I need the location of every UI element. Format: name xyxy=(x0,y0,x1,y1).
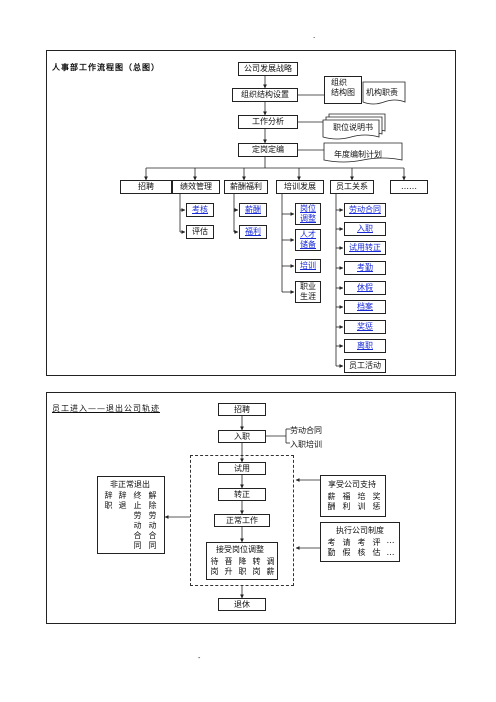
support-box xyxy=(320,475,386,517)
support-col-rewards: 奖惩 xyxy=(372,492,381,511)
rel-item-resign[interactable]: 离职 xyxy=(344,339,386,353)
branch-more: …… xyxy=(390,180,428,194)
branch-training: 培训发展 xyxy=(276,180,324,194)
rules-title: 执行公司制度 xyxy=(336,526,384,535)
rel-item-archives[interactable]: 档案 xyxy=(344,300,386,314)
train-item-career-label: 职业生涯 xyxy=(300,282,316,301)
exit-col-resign: 辞职 xyxy=(104,491,113,510)
comp-item-benefits[interactable]: 福利 xyxy=(239,225,267,239)
rel-item-leave[interactable]: 休假 xyxy=(344,281,386,295)
branch-recruit: 招聘 xyxy=(120,180,172,194)
train-item-talent-reserve[interactable]: 人才储备 xyxy=(295,229,321,251)
rel-item-onboard[interactable]: 入职 xyxy=(344,222,386,236)
top-mark: · xyxy=(313,34,316,42)
track-recruit: 招聘 xyxy=(218,403,266,416)
rules-col-more-2: … xyxy=(386,548,395,557)
adjust-col-demote: 降职 xyxy=(238,557,247,576)
doc-org-chart-label: 组织 结构图 xyxy=(331,78,355,97)
document-shapes xyxy=(322,81,406,163)
support-col-benefits: 福利 xyxy=(342,492,351,511)
track-regular: 转正 xyxy=(218,488,266,501)
adjust-box xyxy=(206,542,278,580)
branch-relations: 员工关系 xyxy=(330,180,374,194)
doc-org-chart xyxy=(324,76,362,104)
rel-item-attendance[interactable]: 考勤 xyxy=(344,261,386,275)
adjust-col-standby: 待岗 xyxy=(210,557,219,576)
rules-col-attendance: 考勤 xyxy=(327,538,336,557)
branch-performance: 绩效管理 xyxy=(172,180,220,194)
rules-col-more-1: … xyxy=(386,536,395,545)
node-job-analysis: 工作分析 xyxy=(238,115,298,129)
onboard-training: 入职培训 xyxy=(290,440,322,449)
train-item-talent-reserve-label: 人才储备 xyxy=(300,230,316,249)
node-strategy: 公司发展战略 xyxy=(238,62,298,76)
bottom-mark: - xyxy=(198,654,201,662)
track-retire: 退休 xyxy=(218,598,266,611)
train-item-training[interactable]: 培训 xyxy=(295,259,321,273)
support-col-salary: 薪酬 xyxy=(327,492,336,511)
train-item-job-adjust[interactable]: 岗位调整 xyxy=(295,203,321,225)
track-working: 正常工作 xyxy=(214,514,270,527)
rel-item-contract[interactable]: 劳动合同 xyxy=(344,203,386,217)
exit-col-rescind: 解除劳动合同 xyxy=(148,491,157,550)
onboard-contract: 劳动合同 xyxy=(290,426,322,435)
doc-org-duties-label: 机构职责 xyxy=(366,88,398,97)
rel-item-activities: 员工活动 xyxy=(344,359,386,373)
exit-col-dismiss: 辞退 xyxy=(118,491,127,510)
perf-item-appraisal[interactable]: 考核 xyxy=(186,203,214,217)
doc-job-desc-label: 职位说明书 xyxy=(333,123,373,132)
node-org-structure: 组织结构设置 xyxy=(232,88,298,102)
track-probation: 试用 xyxy=(218,462,266,475)
rel-item-probation[interactable]: 试用转正 xyxy=(344,241,386,255)
adjust-col-transfer: 转岗 xyxy=(252,557,261,576)
branch-compensation: 薪酬福利 xyxy=(224,180,268,194)
support-title: 享受公司支持 xyxy=(328,480,376,489)
abnormal-exit-box xyxy=(97,476,165,554)
doc-annual-plan-label: 年度编制计划 xyxy=(334,150,382,159)
rules-col-appraisal: 考核 xyxy=(357,538,366,557)
abnormal-exit-title: 非正常退出 xyxy=(110,480,150,489)
track-onboard: 入职 xyxy=(218,430,266,443)
adjust-col-salary: 调薪 xyxy=(266,557,275,576)
perf-item-evaluation: 评估 xyxy=(186,225,214,239)
support-col-training: 培训 xyxy=(357,492,366,511)
rules-col-leave: 请假 xyxy=(342,538,351,557)
exit-col-terminate: 终止劳动合同 xyxy=(133,491,142,550)
adjust-col-promote: 晋升 xyxy=(224,557,233,576)
rules-col-evaluation: 评估 xyxy=(372,538,381,557)
rules-box xyxy=(320,522,400,562)
comp-item-salary[interactable]: 薪酬 xyxy=(239,203,267,217)
adjust-title: 接受岗位调整 xyxy=(216,545,264,554)
rel-item-rewards[interactable]: 奖惩 xyxy=(344,320,386,334)
chart1-title: 人事部工作流程图（总图） xyxy=(52,62,160,72)
chart2-title: 员工进入——退出公司轨迹 xyxy=(52,404,160,413)
train-item-career: 职业生涯 xyxy=(295,281,321,303)
node-staffing: 定岗定编 xyxy=(238,143,298,157)
train-item-job-adjust-label: 岗位调整 xyxy=(300,204,316,223)
